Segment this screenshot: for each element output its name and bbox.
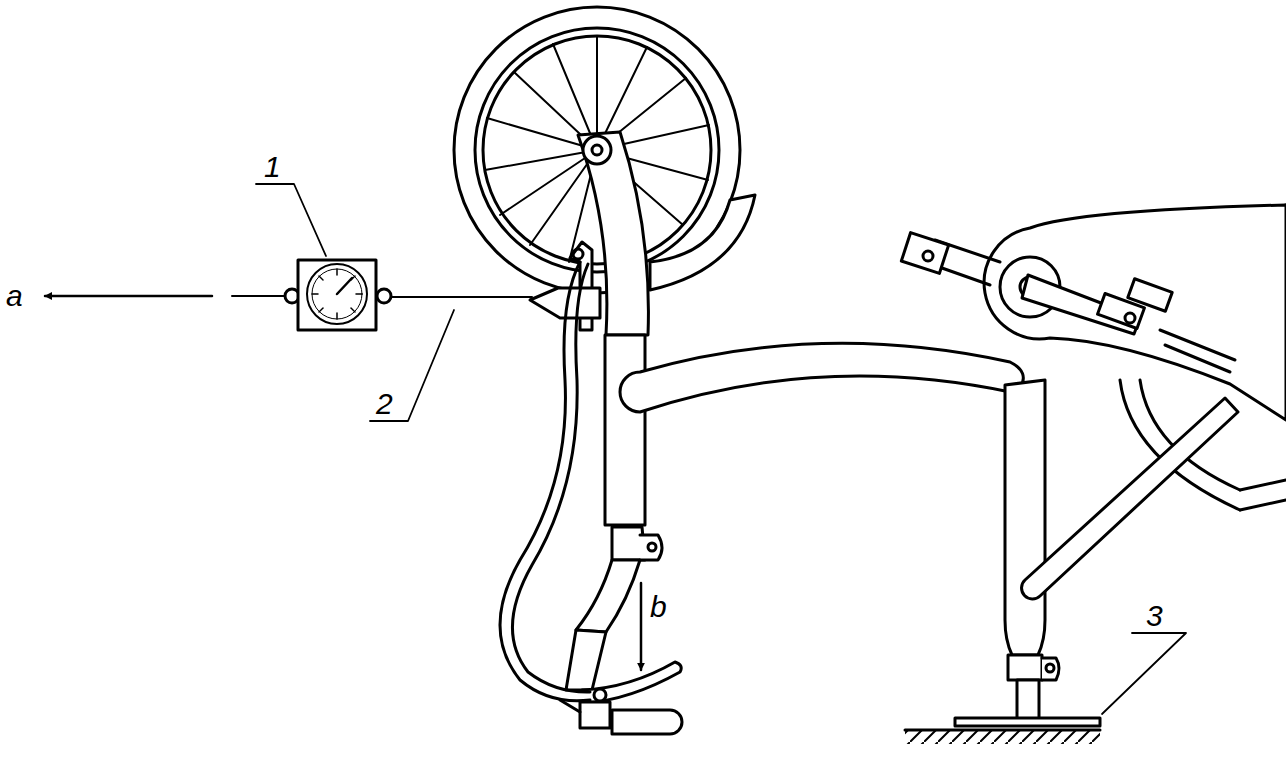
force-direction: a <box>6 281 23 311</box>
brake-lever <box>560 662 682 734</box>
force-direction: b <box>650 592 667 622</box>
leader-line <box>256 184 1186 714</box>
strut <box>1022 398 1238 599</box>
fender <box>650 195 755 290</box>
ground <box>905 730 1100 744</box>
force-gauge <box>232 260 532 330</box>
frame-tube <box>620 343 1023 412</box>
brake-cable <box>500 262 590 701</box>
force-arrow <box>45 295 212 298</box>
callout-number: 1 <box>264 152 281 182</box>
callout-number: 2 <box>376 389 393 419</box>
hub-axle <box>592 145 602 155</box>
hub <box>583 136 611 164</box>
chain-guard <box>901 205 1286 420</box>
force-arrow <box>640 583 643 670</box>
callout-number: 3 <box>1146 601 1163 631</box>
